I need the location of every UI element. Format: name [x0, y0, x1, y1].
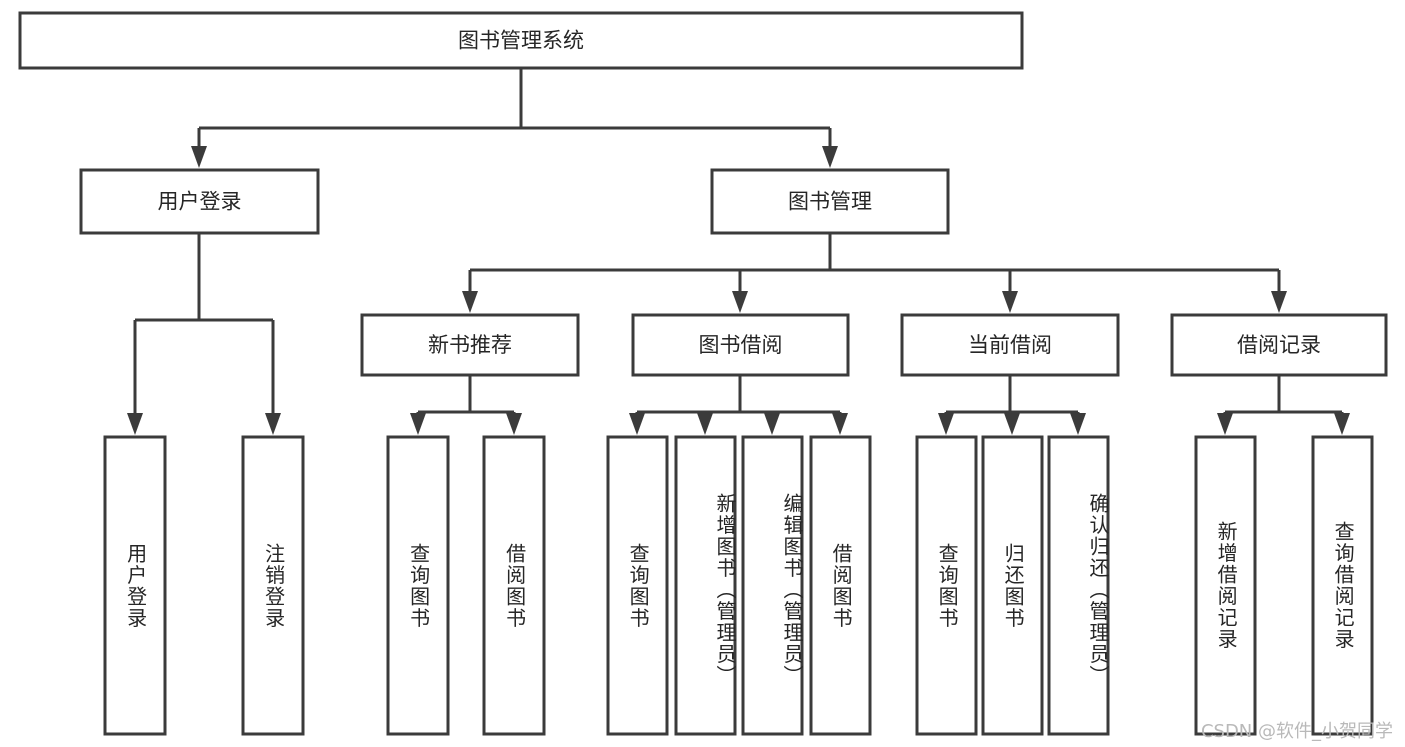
- arrow-head-icon: [938, 413, 954, 435]
- node-label-root: 图书管理系统: [458, 29, 584, 53]
- arrow-head-icon: [265, 413, 281, 435]
- node-leaf-borrow-book-2[interactable]: [809, 435, 872, 736]
- node-root[interactable]: [18, 11, 1024, 70]
- node-box-layer: [18, 11, 1388, 736]
- node-new-book-recommend[interactable]: [360, 313, 580, 377]
- node-leaf-borrow-book-1[interactable]: [482, 435, 546, 736]
- arrow-head-icon: [1217, 413, 1233, 435]
- node-box[interactable]: [79, 168, 320, 235]
- node-leaf-query-book-3[interactable]: [915, 435, 978, 736]
- node-label-book-borrow: 图书借阅: [699, 333, 783, 357]
- arrow-head-icon: [1002, 291, 1018, 313]
- node-box[interactable]: [606, 435, 669, 736]
- node-leaf-add-book[interactable]: [674, 435, 737, 736]
- node-box[interactable]: [674, 435, 737, 736]
- node-box[interactable]: [741, 435, 804, 736]
- node-box[interactable]: [103, 435, 167, 736]
- node-box[interactable]: [1170, 313, 1388, 377]
- arrow-head-icon: [1070, 413, 1086, 435]
- node-leaf-query-book-2[interactable]: [606, 435, 669, 736]
- node-book-management[interactable]: [710, 168, 950, 235]
- arrow-head-icon: [127, 413, 143, 435]
- node-leaf-add-record[interactable]: [1194, 435, 1257, 736]
- node-box[interactable]: [981, 435, 1044, 736]
- node-box[interactable]: [631, 313, 850, 377]
- node-box[interactable]: [1311, 435, 1374, 736]
- arrow-head-icon: [764, 413, 780, 435]
- arrow-head-icon: [629, 413, 645, 435]
- node-box[interactable]: [18, 11, 1024, 70]
- node-box[interactable]: [360, 313, 580, 377]
- node-box[interactable]: [241, 435, 305, 736]
- arrow-head-icon: [697, 413, 713, 435]
- node-label-current-borrow: 当前借阅: [968, 333, 1052, 357]
- arrow-head-icon: [1004, 413, 1020, 435]
- node-box[interactable]: [482, 435, 546, 736]
- node-borrow-record[interactable]: [1170, 313, 1388, 377]
- node-current-borrow[interactable]: [900, 313, 1120, 377]
- arrow-head-icon: [410, 413, 426, 435]
- node-leaf-query-record[interactable]: [1311, 435, 1374, 736]
- node-box[interactable]: [386, 435, 450, 736]
- node-user-login[interactable]: [79, 168, 320, 235]
- arrow-head-icon: [506, 413, 522, 435]
- node-box[interactable]: [1047, 435, 1110, 736]
- arrow-head-icon: [191, 146, 207, 168]
- node-box[interactable]: [900, 313, 1120, 377]
- node-label-new-book-recommend: 新书推荐: [428, 333, 512, 357]
- arrow-head-icon: [732, 291, 748, 313]
- node-box[interactable]: [1194, 435, 1257, 736]
- node-book-borrow[interactable]: [631, 313, 850, 377]
- arrow-head-icon: [1271, 291, 1287, 313]
- node-leaf-edit-book[interactable]: [741, 435, 804, 736]
- connector-layer: [127, 68, 1350, 435]
- node-leaf-user-login[interactable]: [103, 435, 167, 736]
- arrow-head-icon: [832, 413, 848, 435]
- arrow-head-icon: [462, 291, 478, 313]
- node-box[interactable]: [710, 168, 950, 235]
- node-leaf-confirm-return[interactable]: [1047, 435, 1110, 736]
- node-label-book-management: 图书管理: [788, 190, 872, 214]
- node-leaf-return-book[interactable]: [981, 435, 1044, 736]
- node-leaf-query-book-1[interactable]: [386, 435, 450, 736]
- arrow-head-icon: [1334, 413, 1350, 435]
- node-label-user-login: 用户登录: [158, 190, 242, 214]
- node-box[interactable]: [915, 435, 978, 736]
- node-leaf-user-logout[interactable]: [241, 435, 305, 736]
- node-box[interactable]: [809, 435, 872, 736]
- arrow-head-icon: [822, 146, 838, 168]
- node-label-borrow-record: 借阅记录: [1237, 333, 1321, 357]
